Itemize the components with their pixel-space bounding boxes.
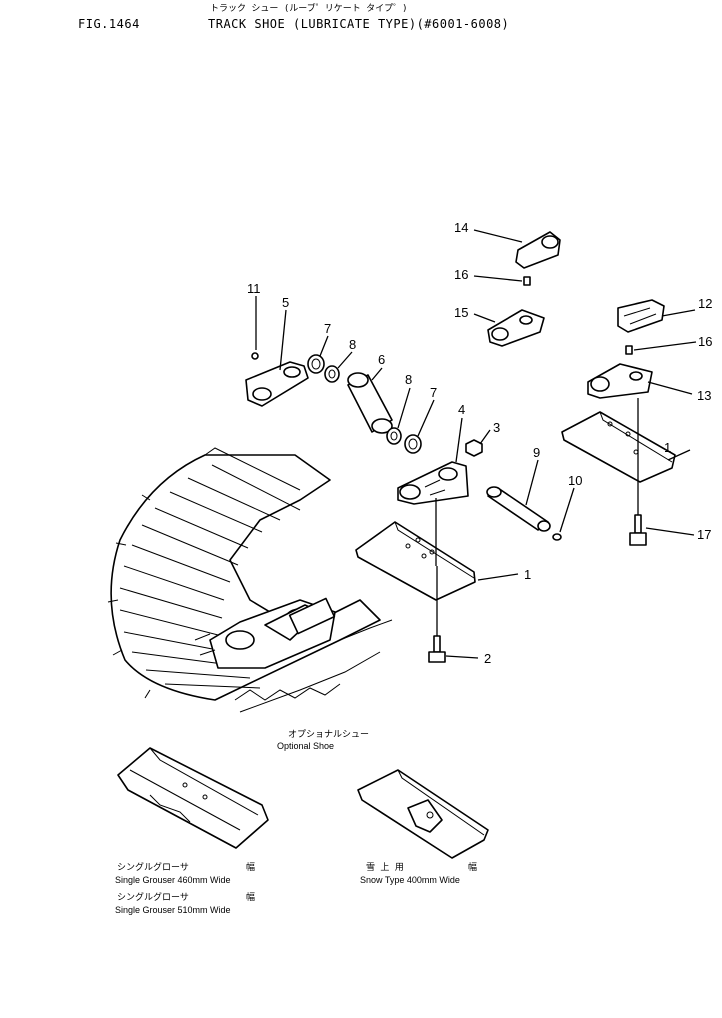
part-2-bolt	[428, 635, 446, 663]
caption-single-510-en: Single Grouser 510mm Wide	[115, 905, 231, 915]
caption-snow-en: Snow Type 400mm Wide	[360, 875, 460, 885]
caption-single-510-jp: シングルグローサ	[117, 893, 189, 903]
callout-2: 2	[484, 651, 492, 666]
callout-13: 13	[697, 388, 712, 403]
part-13-master-link	[587, 363, 653, 399]
part-15-master-link	[487, 309, 545, 347]
callout-16-upper: 16	[454, 267, 469, 282]
part-14-master-link	[515, 231, 561, 269]
callout-10: 10	[568, 473, 583, 488]
caption-single-460-en: Single Grouser 460mm Wide	[115, 875, 231, 885]
part-6-bushing	[347, 372, 393, 434]
title-english: TRACK SHOE (LUBRICATE TYPE)(#6001-6008)	[208, 17, 510, 31]
part-4-link-right	[397, 461, 469, 505]
title-japanese: トラック シュー (ルーブ゜リケート タイプ゜)	[210, 4, 408, 14]
caption-snow-jp: 雪 上 用	[366, 863, 404, 873]
optional-shoe-single-grouser	[117, 747, 269, 849]
part-10-plug	[552, 533, 562, 541]
part-1-shoe-center	[355, 521, 476, 601]
caption-single-460-jp: シングルグローサ	[117, 863, 189, 873]
caption-single-510-jp-mark: 幅	[246, 893, 256, 903]
callout-1-center-shoe: 1	[524, 567, 532, 582]
callout-7-right: 7	[430, 385, 438, 400]
callout-11: 11	[247, 281, 261, 296]
track-assembly-illustration	[107, 447, 393, 713]
part-9-pin	[486, 486, 551, 532]
part-3-nut	[465, 439, 483, 457]
callout-16-right: 16	[698, 334, 713, 349]
part-11-plug	[251, 352, 259, 360]
caption-single-460-jp-mark: 幅	[246, 863, 256, 873]
callout-5: 5	[282, 295, 290, 310]
callout-8-left: 8	[349, 337, 357, 352]
callout-7-left: 7	[324, 321, 332, 336]
callout-6: 6	[378, 352, 386, 367]
part-5-link-left	[245, 361, 309, 407]
leader-lines	[255, 229, 697, 659]
callout-4: 4	[458, 402, 466, 417]
part-12-master-link	[617, 299, 665, 333]
part-17-bolt	[629, 514, 647, 546]
callout-12: 12	[698, 296, 713, 311]
callout-9: 9	[533, 445, 541, 460]
part-8-ring-left	[324, 365, 340, 383]
fig-number: FIG.1464	[78, 17, 140, 31]
part-7-seal-left	[307, 354, 325, 374]
part-1-shoe-right	[561, 411, 676, 483]
optional-shoe-label-en: Optional Shoe	[277, 741, 335, 751]
callout-3: 3	[493, 420, 501, 435]
callout-17: 17	[697, 527, 712, 542]
callout-15: 15	[454, 305, 469, 320]
optional-shoe-snow-type	[357, 769, 489, 859]
callout-14: 14	[454, 220, 469, 235]
caption-snow-jp-mark: 幅	[468, 863, 478, 873]
part-16-pin-right	[625, 345, 633, 355]
optional-shoe-label-jp: オプショナルシュー	[288, 730, 370, 740]
callout-8-right: 8	[405, 372, 413, 387]
part-7-seal-right	[404, 434, 422, 454]
callout-1-right-shoe: 1	[664, 440, 672, 455]
part-8-ring-right	[386, 427, 402, 445]
part-16-pin-upper	[523, 276, 531, 286]
